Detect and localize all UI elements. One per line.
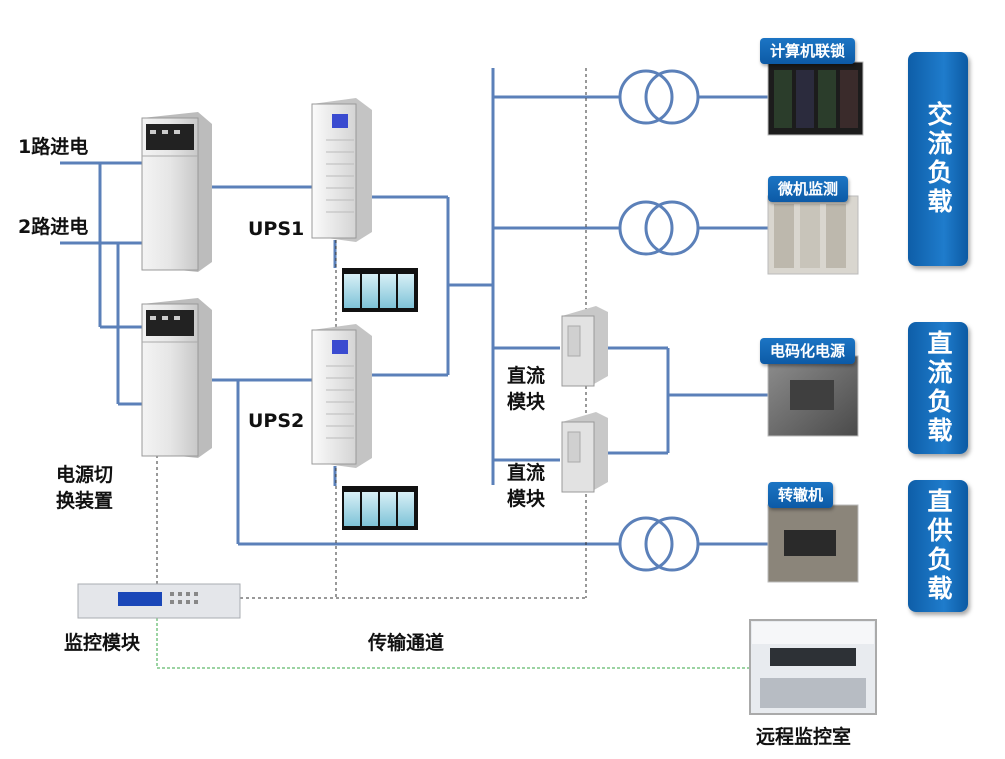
switch-machine-tag: 转辙机 — [768, 482, 834, 508]
track-code-power-photo — [767, 355, 859, 437]
dc-module-2-label-line1: 直流 — [507, 462, 546, 484]
dc-load-category: 直流负载 — [908, 322, 968, 454]
dc-module-icon — [561, 412, 608, 493]
switch-device-label-line1: 电源切 — [56, 464, 114, 486]
switch-cabinet-icon — [141, 112, 212, 272]
transformer-icon — [618, 69, 700, 125]
direct-load-category: 直供负载 — [908, 480, 968, 612]
input-line-2-label: 2路进电 — [18, 216, 89, 238]
transmission-channel-label: 传输通道 — [368, 632, 445, 654]
transformer-icon — [618, 516, 700, 572]
switch-cabinet-icon — [141, 298, 212, 458]
dc-module-1-label-line2: 模块 — [507, 391, 546, 413]
ups1-label: UPS1 — [248, 218, 305, 240]
dc-load-category-text: 直流负载 — [924, 330, 953, 446]
battery-bank-icon — [342, 486, 418, 530]
direct-load-category-text: 直供负载 — [924, 488, 953, 604]
ac-load-category: 交流负载 — [908, 52, 968, 266]
computer-interlock-tag: 计算机联锁 — [760, 38, 856, 64]
remote-monitor-room-label: 远程监控室 — [756, 726, 852, 748]
dc-module-2-label-line2: 模块 — [507, 488, 546, 510]
monitor-module-label: 监控模块 — [64, 632, 141, 654]
power-lines — [60, 68, 768, 546]
track-code-power-tag: 电码化电源 — [760, 338, 856, 364]
monitor-module-icon — [77, 583, 241, 619]
remote-link-line — [156, 618, 752, 669]
dc-module-icon — [561, 306, 608, 387]
computer-interlock-photo — [767, 61, 864, 136]
input-line-1-label: 1路进电 — [18, 136, 89, 158]
dc-module-1-label-line1: 直流 — [507, 365, 546, 387]
ups-cabinet-icon — [311, 98, 372, 242]
battery-bank-icon — [342, 268, 418, 312]
remote-room-photo — [749, 619, 877, 715]
micro-monitor-photo — [767, 195, 859, 275]
ups2-label: UPS2 — [248, 410, 305, 432]
transformer-icon — [618, 200, 700, 256]
micro-monitor-tag: 微机监测 — [768, 176, 849, 202]
ups-cabinet-icon — [311, 324, 372, 468]
ac-load-category-text: 交流负载 — [924, 101, 953, 217]
switch-machine-photo — [767, 504, 859, 583]
switch-device-label-line2: 换装置 — [56, 490, 114, 512]
